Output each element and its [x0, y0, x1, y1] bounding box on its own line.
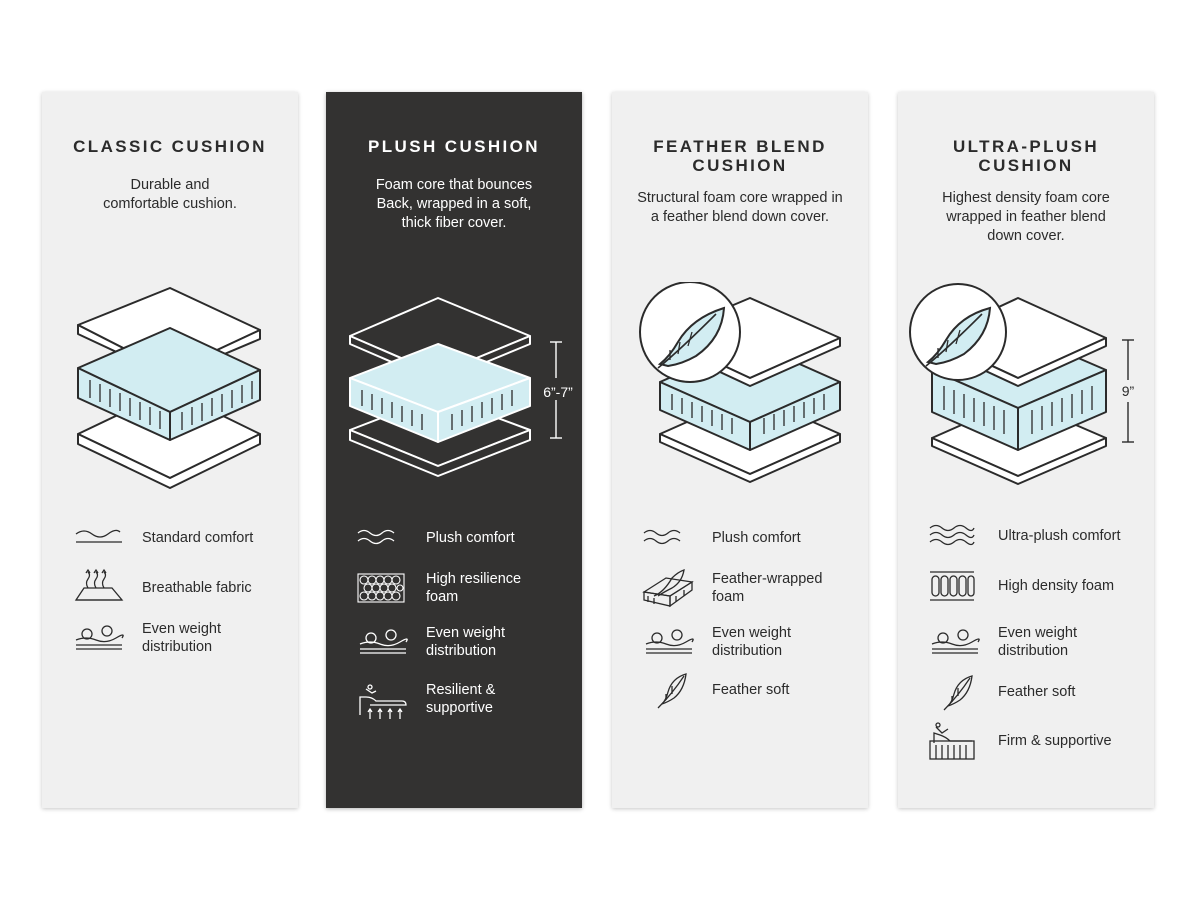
- feature-label: Plush comfort: [712, 530, 801, 546]
- high-density-foam-icon: [926, 564, 982, 608]
- feature-item: Firm & supportive: [926, 719, 1146, 763]
- feature-label: Ultra-plush comfort: [998, 528, 1121, 544]
- feature-item: Breathable fabric: [70, 566, 290, 610]
- triple-wave-icon: [926, 514, 982, 558]
- feature-item: Even weight distribution: [640, 620, 860, 664]
- feather-icon: [640, 668, 696, 712]
- feather-blend-cushion-card: FEATHER BLEND CUSHION Structural foam co…: [612, 92, 868, 808]
- weight-distribution-icon: [640, 620, 696, 664]
- feature-item: Plush comfort: [354, 516, 574, 560]
- weight-distribution-icon: [926, 620, 982, 664]
- cushion-layers-illustration: [612, 282, 868, 502]
- feature-label: Even weight distribution: [426, 625, 505, 659]
- feature-label: High density foam: [998, 578, 1115, 594]
- feature-label: Resilient & supportive: [426, 682, 496, 716]
- feature-item: High density foam: [926, 564, 1146, 608]
- card-description: Highest density foam core wrapped in fea…: [942, 190, 1110, 244]
- feature-item: Even weight distribution: [926, 620, 1146, 664]
- feature-item: Even weight distribution: [70, 616, 290, 660]
- feature-label: Breathable fabric: [142, 580, 252, 596]
- feature-label: High resilience foam: [426, 571, 522, 605]
- feature-item: Feather soft: [926, 670, 1146, 714]
- breathable-fabric-icon: [70, 566, 126, 610]
- feature-item: Feather soft: [640, 668, 860, 712]
- feature-item: Feather-wrapped foam: [640, 566, 860, 610]
- foam-cells-icon: [354, 566, 410, 610]
- dimension-label: 9”: [1121, 383, 1135, 399]
- feature-item: Resilient & supportive: [354, 677, 574, 721]
- card-description: Foam core that bounces Back, wrapped in …: [375, 177, 533, 231]
- feature-item: Plush comfort: [640, 516, 860, 560]
- cushion-layers-illustration: [42, 282, 298, 502]
- card-title: CLASSIC CUSHION: [73, 137, 267, 156]
- cushion-layers-illustration: 9”: [898, 282, 1154, 502]
- feature-item: Ultra-plush comfort: [926, 514, 1146, 558]
- card-title: PLUSH CUSHION: [368, 137, 540, 156]
- feather-icon: [926, 670, 982, 714]
- double-wave-icon: [640, 516, 696, 560]
- feature-item: Even weight distribution: [354, 620, 574, 664]
- weight-distribution-icon: [354, 620, 410, 664]
- classic-cushion-card: CLASSIC CUSHION Durable and comfortable …: [42, 92, 298, 808]
- wave-icon: [70, 516, 126, 560]
- card-title: ULTRA-PLUSH CUSHION: [952, 137, 1099, 175]
- card-title: FEATHER BLEND CUSHION: [653, 137, 827, 175]
- cushion-layers-illustration: 6”-7”: [326, 282, 582, 502]
- feature-label: Even weight distribution: [142, 621, 221, 655]
- plush-cushion-card: PLUSH CUSHION Foam core that bounces Bac…: [326, 92, 582, 808]
- feature-label: Even weight distribution: [712, 625, 791, 659]
- card-description: Structural foam core wrapped in a feathe…: [637, 190, 843, 225]
- feature-label: Feather soft: [998, 684, 1076, 700]
- double-wave-icon: [354, 516, 410, 560]
- feature-label: Feather-wrapped foam: [712, 571, 823, 605]
- weight-distribution-icon: [70, 616, 126, 660]
- feather-wrapped-foam-icon: [640, 566, 696, 610]
- feature-item: Standard comfort: [70, 516, 290, 560]
- feather-badge-icon: [639, 282, 741, 383]
- feather-badge-icon: [909, 283, 1007, 381]
- feature-label: Firm & supportive: [998, 733, 1112, 749]
- dimension-label: 6”-7”: [543, 384, 573, 400]
- firm-support-icon: [926, 719, 982, 763]
- resilient-support-icon: [354, 677, 410, 721]
- feature-label: Feather soft: [712, 682, 790, 698]
- feature-label: Plush comfort: [426, 530, 515, 546]
- ultra-plush-cushion-card: ULTRA-PLUSH CUSHION Highest density foam…: [898, 92, 1154, 808]
- feature-label: Standard comfort: [142, 530, 254, 546]
- card-description: Durable and comfortable cushion.: [103, 177, 237, 212]
- feature-item: High resilience foam: [354, 566, 574, 610]
- feature-label: Even weight distribution: [998, 625, 1077, 659]
